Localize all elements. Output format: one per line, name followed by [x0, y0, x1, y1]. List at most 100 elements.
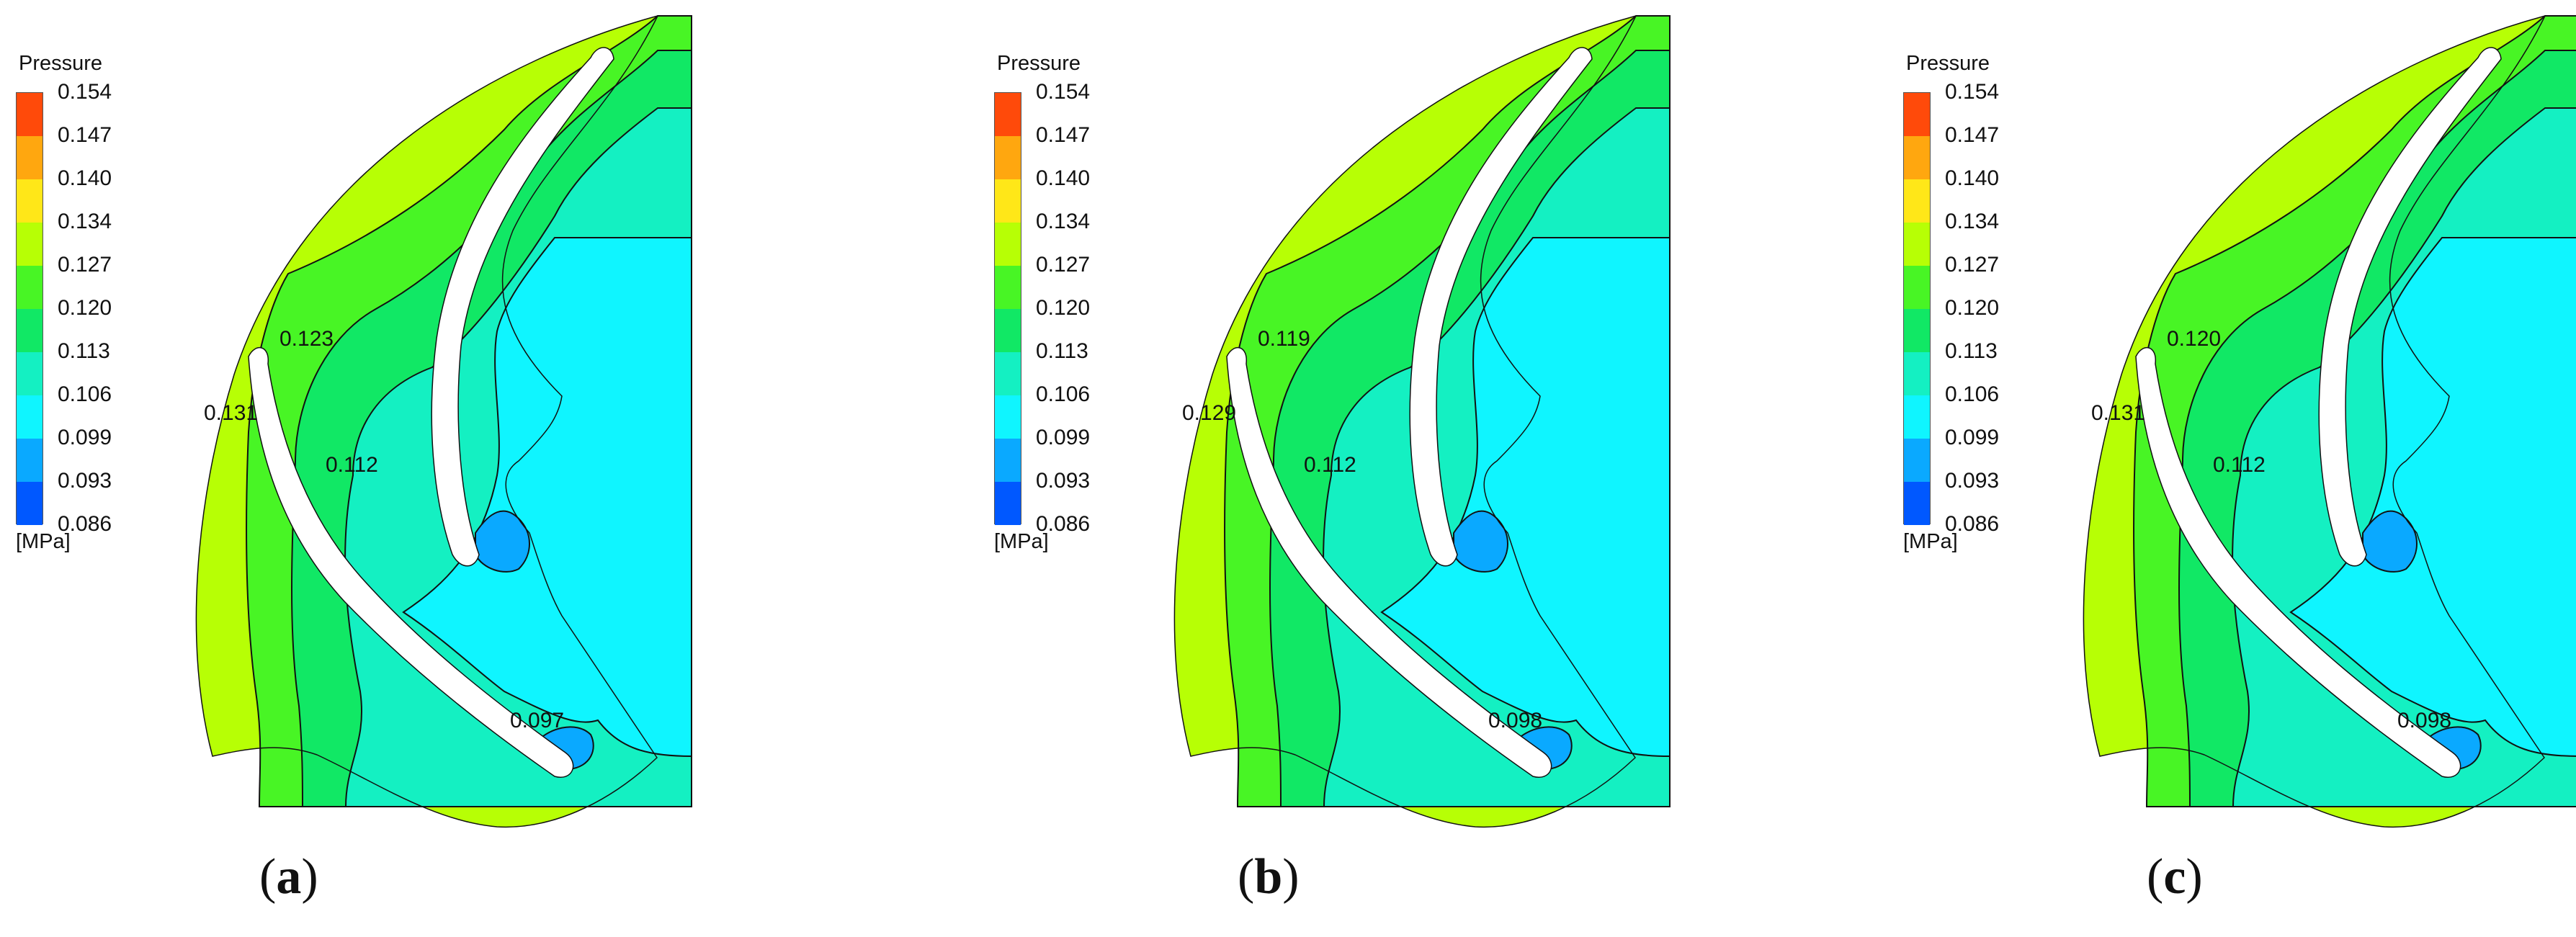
legend-swatch — [17, 266, 43, 309]
panel-caption: (c) — [2147, 849, 2203, 905]
legend-tick-label: 0.154 — [1945, 80, 2000, 104]
legend-swatch — [995, 309, 1021, 352]
pressure-region-0099 — [1453, 510, 1508, 573]
legend-swatch — [17, 352, 43, 395]
legend-swatch — [995, 395, 1021, 439]
legend-tick-label: 0.113 — [1036, 339, 1088, 363]
pressure-contour-plot: 0.123 0.131 0.112 0.097 — [195, 14, 692, 828]
pressure-contour-plot: 0.119 0.129 0.112 0.098 — [1173, 14, 1671, 828]
legend-tick-label: 0.086 — [1945, 512, 2000, 536]
legend-swatch — [995, 136, 1021, 179]
contour-label-upper: 0.119 — [1258, 327, 1310, 351]
legend-swatch — [995, 482, 1021, 525]
domain-boundary — [195, 14, 659, 828]
legend-swatch — [995, 223, 1021, 266]
legend-tick-label: 0.093 — [1036, 469, 1091, 493]
blade-lower — [248, 346, 574, 778]
pressure-region-0106 — [1380, 237, 1671, 758]
legend-tick-label: 0.147 — [1945, 123, 2000, 147]
legend-tick-label: 0.086 — [58, 512, 112, 536]
legend-tick-label: 0.120 — [58, 296, 112, 320]
contour-label-upper: 0.123 — [279, 327, 334, 351]
contour-label-mid: 0.112 — [1304, 453, 1356, 477]
legend-swatch — [995, 266, 1021, 309]
legend-tick-label: 0.134 — [1945, 210, 2000, 233]
legend-tick-label: 0.113 — [58, 339, 110, 363]
legend-tick-label: 0.093 — [1945, 469, 2000, 493]
legend-swatch — [17, 482, 43, 525]
legend-tick-label: 0.106 — [58, 382, 112, 406]
legend-title: Pressure — [1906, 52, 1990, 75]
legend-swatch — [995, 439, 1021, 482]
contour-label-mid: 0.112 — [2213, 453, 2266, 477]
legend-tick-label: 0.140 — [1945, 166, 2000, 190]
legend-tick-label: 0.120 — [1945, 296, 2000, 320]
panel-caption-letter: b — [1254, 849, 1283, 905]
legend-swatch — [1904, 266, 1930, 309]
legend-swatch — [1904, 309, 1930, 352]
legend-tick-label: 0.147 — [1036, 123, 1091, 147]
legend-tick-label: 0.147 — [58, 123, 112, 147]
legend-tick-label: 0.106 — [1945, 382, 2000, 406]
legend-swatch — [17, 395, 43, 439]
legend-swatch — [1904, 482, 1930, 525]
legend-swatch — [1904, 179, 1930, 223]
legend-swatch — [17, 136, 43, 179]
panel-caption: (a) — [259, 849, 318, 905]
legend-tick-label: 0.134 — [58, 210, 112, 233]
panel-caption: (b) — [1238, 849, 1300, 905]
domain-boundary — [2083, 14, 2546, 828]
legend-colorbar — [16, 92, 43, 525]
panel-caption-letter: c — [2163, 849, 2186, 905]
legend-tick-label: 0.106 — [1036, 382, 1091, 406]
legend-swatch — [1904, 136, 1930, 179]
legend-tick-label: 0.127 — [58, 253, 112, 277]
legend-tick-label: 0.099 — [1945, 426, 2000, 449]
legend-swatch — [1904, 223, 1930, 266]
legend-swatch — [17, 223, 43, 266]
legend-tick-label: 0.154 — [58, 80, 112, 104]
legend-tick-label: 0.127 — [1036, 253, 1091, 277]
blade-upper — [1409, 47, 1593, 567]
legend-swatch — [17, 93, 43, 136]
contour-label-low: 0.097 — [510, 709, 564, 732]
legend-colorbar — [1903, 92, 1931, 525]
legend-unit: [MPa] — [1903, 530, 1958, 553]
blade-lower — [1226, 346, 1552, 778]
pressure-region-0099 — [475, 510, 530, 573]
contour-label-mid: 0.112 — [326, 453, 378, 477]
legend-tick-label: 0.120 — [1036, 296, 1091, 320]
impeller-panel-b: 0.119 0.129 0.112 0.098 Pressure 0.154 0.… — [978, 0, 1837, 937]
contour-label-low: 0.098 — [1488, 709, 1542, 732]
legend-tick-label: 0.134 — [1036, 210, 1091, 233]
legend-tick-label: 0.140 — [1036, 166, 1091, 190]
legend-tick-label: 0.127 — [1945, 253, 2000, 277]
contour-label-left: 0.129 — [1182, 401, 1236, 425]
legend-swatch — [995, 93, 1021, 136]
contour-label-low: 0.098 — [2397, 709, 2451, 732]
legend-tick-label: 0.099 — [1036, 426, 1091, 449]
blade-upper — [2318, 47, 2502, 567]
legend-tick-label: 0.113 — [1945, 339, 1998, 363]
legend-colorbar — [994, 92, 1021, 525]
blade-upper — [431, 47, 614, 567]
legend-swatch — [995, 352, 1021, 395]
panel-caption-letter: a — [276, 849, 302, 905]
pressure-region-0106 — [2289, 237, 2576, 757]
legend-swatch — [1904, 395, 1930, 439]
legend-swatch — [1904, 439, 1930, 482]
legend-title: Pressure — [19, 52, 103, 75]
contour-label-left: 0.131 — [204, 401, 258, 425]
legend-unit: [MPa] — [16, 530, 71, 553]
legend-swatch — [17, 439, 43, 482]
impeller-panel-c: 0.120 0.131 0.112 0.098 Pressure 0.154 0.… — [1887, 0, 2576, 937]
legend-tick-label: 0.093 — [58, 469, 112, 493]
legend-swatch — [17, 309, 43, 352]
pressure-contour-plot: 0.120 0.131 0.112 0.098 — [2083, 14, 2576, 828]
blade-lower — [2135, 346, 2461, 778]
legend-swatch — [1904, 93, 1930, 136]
legend-title: Pressure — [997, 52, 1081, 75]
legend-tick-label: 0.154 — [1036, 80, 1091, 104]
pressure-region-0099 — [2362, 510, 2418, 573]
legend-tick-label: 0.140 — [58, 166, 112, 190]
